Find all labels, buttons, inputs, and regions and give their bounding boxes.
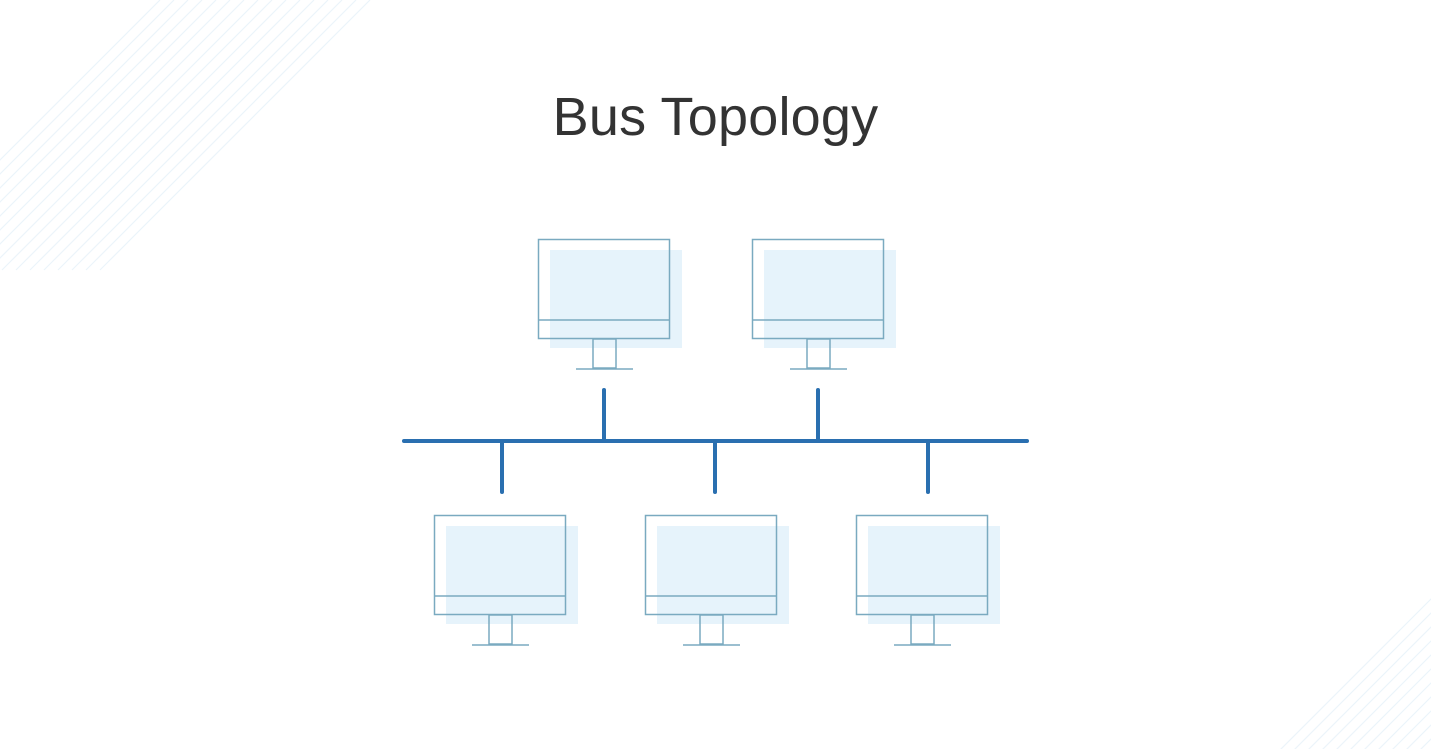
- decor-stripe: [1280, 598, 1431, 749]
- computer-1: [537, 238, 682, 370]
- monitor-fill-panel: [550, 250, 682, 348]
- decor-stripe: [29, 0, 301, 271]
- decor-stripe: [1378, 696, 1431, 749]
- decor-stripe: [99, 0, 371, 271]
- desktop-monitor-icon: [751, 238, 896, 370]
- desktop-monitor-icon: [644, 514, 789, 646]
- monitor-stand-neck: [806, 338, 831, 369]
- computer-4: [644, 514, 789, 646]
- decor-stripe: [71, 0, 343, 271]
- decor-stripe: [43, 0, 315, 271]
- monitor-fill-panel: [764, 250, 896, 348]
- desktop-monitor-icon: [855, 514, 1000, 646]
- decor-stripe: [1350, 668, 1431, 749]
- decor-stripe: [1308, 626, 1431, 749]
- desktop-monitor-icon: [433, 514, 578, 646]
- decor-stripe: [85, 0, 357, 271]
- computer-3: [433, 514, 578, 646]
- decor-stripe: [0, 0, 189, 189]
- decor-stripe: [15, 0, 287, 271]
- decor-stripe: [1406, 724, 1431, 749]
- decor-stripe: [0, 0, 203, 203]
- decor-stripe: [0, 0, 175, 175]
- decor-stripe: [0, 0, 245, 245]
- desktop-monitor-icon: [537, 238, 682, 370]
- diagram-title: Bus Topology: [552, 87, 879, 147]
- monitor-stand-neck: [488, 614, 513, 645]
- decor-stripe: [1392, 710, 1431, 749]
- monitor-fill-panel: [446, 526, 578, 624]
- decorative-stripes-top-left: [0, 0, 371, 271]
- monitor-fill-panel: [868, 526, 1000, 624]
- decor-stripe: [0, 0, 161, 161]
- decor-stripe: [1, 0, 273, 271]
- computer-5: [855, 514, 1000, 646]
- monitor-fill-panel: [657, 526, 789, 624]
- computer-2: [751, 238, 896, 370]
- decor-stripe: [0, 0, 259, 259]
- decor-stripe: [0, 0, 217, 217]
- decor-stripe: [1336, 654, 1431, 749]
- monitor-stand-neck: [699, 614, 724, 645]
- monitor-stand-neck: [592, 338, 617, 369]
- monitor-stand-neck: [910, 614, 935, 645]
- decorative-stripes-bottom-right: [1280, 598, 1431, 749]
- decor-stripe: [57, 0, 329, 271]
- decor-stripe: [1364, 682, 1431, 749]
- decor-stripe: [1322, 640, 1431, 749]
- decor-stripe: [1294, 612, 1431, 749]
- decor-stripe: [0, 0, 231, 231]
